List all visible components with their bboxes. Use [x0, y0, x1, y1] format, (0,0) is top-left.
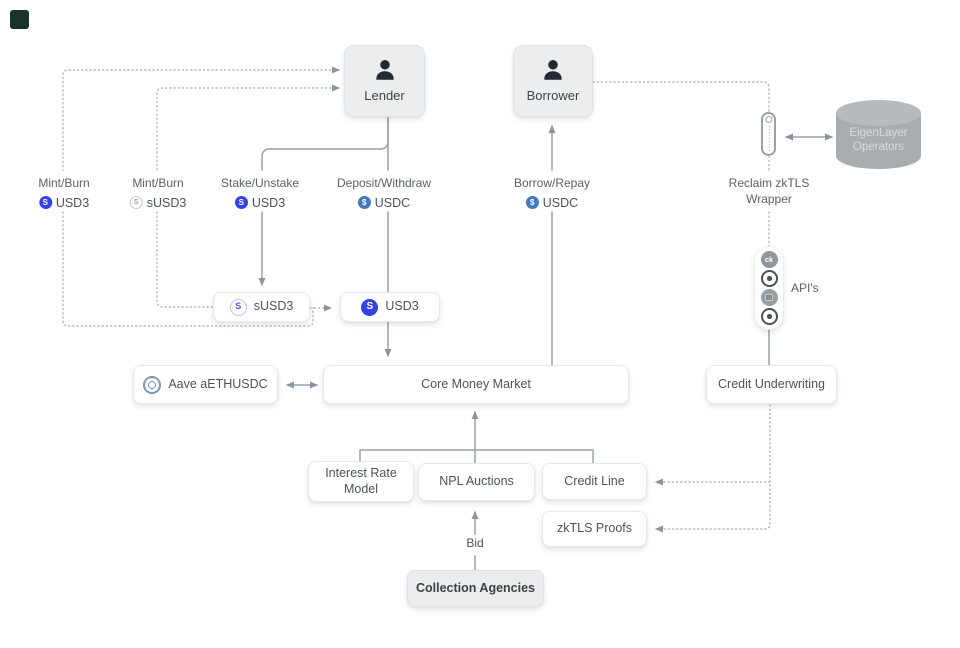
edge-token: USDC — [542, 195, 579, 210]
edge-action: Stake/Unstake — [220, 176, 300, 190]
usd3-coin-icon: S — [361, 298, 379, 316]
node-label: EigenLayer Operators — [849, 127, 908, 154]
usd3-coin-icon: S — [234, 196, 248, 210]
usdc-coin-icon: $ — [525, 196, 539, 210]
node-label: sUSD3 — [253, 299, 294, 314]
node-usd3: S USD3 — [340, 292, 440, 322]
edge-action: Borrow/Repay — [513, 176, 591, 190]
node-interest-rate-model: Interest Rate Model — [308, 461, 414, 502]
brand-mark — [10, 10, 29, 29]
node-label: zkTLS Proofs — [556, 521, 633, 536]
edge-action: Deposit/Withdraw — [336, 176, 432, 190]
aave-icon — [143, 375, 162, 394]
node-label: Borrower — [526, 88, 580, 104]
credit-karma-icon: ck — [760, 251, 778, 268]
edge-action: Reclaim zkTLS Wrapper — [728, 176, 810, 206]
susd3-coin-icon: S — [229, 298, 247, 316]
zktls-wrapper-capsule-icon — [761, 112, 776, 156]
node-collection-agencies: Collection Agencies — [407, 570, 544, 607]
label-apis: API's — [791, 281, 819, 297]
node-lender: Lender — [344, 45, 425, 117]
node-core-money-market: Core Money Market — [323, 365, 629, 404]
edge-label-reclaim-zktls-wrapper: Reclaim zkTLS Wrapper — [717, 176, 821, 207]
edge-token: USD3 — [251, 195, 286, 210]
edge-label-borrow-repay: Borrow/Repay $ USDC — [514, 176, 590, 211]
node-npl-auctions: NPL Auctions — [418, 463, 535, 501]
susd3-coin-icon: S — [129, 196, 143, 210]
node-eigenlayer-operators: EigenLayer Operators — [836, 100, 921, 174]
usdc-coin-icon: $ — [357, 196, 371, 210]
api-target-icon — [760, 308, 778, 325]
edge-token: sUSD3 — [146, 195, 187, 210]
node-aave-aethusdc: Aave aETHUSDC — [133, 365, 278, 404]
person-icon — [540, 57, 566, 83]
edge-label-mint-burn-usd3: Mint/Burn S USD3 — [38, 176, 89, 211]
node-label: Collection Agencies — [415, 580, 535, 595]
edge-action: Mint/Burn — [132, 176, 184, 190]
node-borrower: Borrower — [513, 45, 593, 117]
edge-label-stake-unstake: Stake/Unstake S USD3 — [221, 176, 299, 211]
person-icon — [372, 57, 398, 83]
node-label: Credit Line — [564, 473, 625, 488]
edge-label-bid: Bid — [466, 536, 483, 552]
edge-token: USDC — [374, 195, 411, 210]
node-label: Credit Underwriting — [718, 376, 825, 391]
node-label: NPL Auctions — [439, 474, 514, 489]
node-label: USD3 — [385, 299, 419, 314]
edge-token: USD3 — [55, 195, 90, 210]
edge-action: Mint/Burn — [38, 176, 90, 190]
api-stack: ck — [754, 246, 784, 330]
api-grid-icon — [760, 289, 778, 306]
node-susd3: S sUSD3 — [213, 292, 310, 322]
node-credit-underwriting: Credit Underwriting — [706, 365, 837, 404]
node-label: Aave aETHUSDC — [168, 376, 268, 391]
node-zktls-proofs: zkTLS Proofs — [542, 511, 647, 547]
node-label: Interest Rate Model — [325, 465, 397, 496]
edge-action: Bid — [466, 536, 484, 550]
node-label: API's — [791, 281, 819, 295]
database-cylinder-top — [836, 100, 921, 126]
edge-label-mint-burn-susd3: Mint/Burn S sUSD3 — [129, 176, 187, 211]
node-label: Lender — [364, 88, 405, 104]
api-target-icon — [760, 270, 778, 287]
node-label: Core Money Market — [421, 376, 531, 391]
edge-label-deposit-withdraw: Deposit/Withdraw $ USDC — [337, 176, 431, 211]
node-credit-line: Credit Line — [542, 463, 647, 500]
usd3-coin-icon: S — [38, 196, 52, 210]
